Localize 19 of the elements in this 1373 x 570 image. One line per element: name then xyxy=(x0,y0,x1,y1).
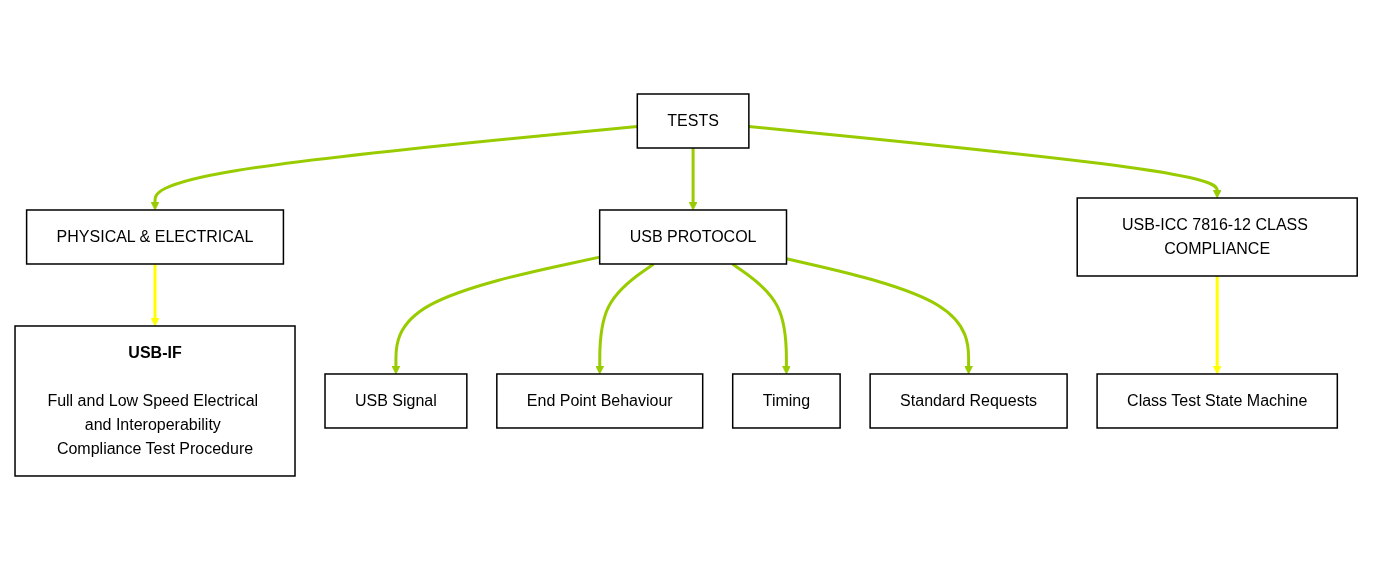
node-box: USB Signal xyxy=(324,373,468,429)
node-box: TESTS xyxy=(636,93,750,149)
arrow xyxy=(689,148,698,211)
node-box: Class Test State Machine xyxy=(1096,373,1339,429)
node-box: USB PROTOCOL xyxy=(599,209,788,265)
node-box: USB-IF Full and Low Speed Electrical and Interoperability Compliance Test Procedure xyxy=(14,325,297,477)
arrow xyxy=(749,125,1222,199)
node-box: Timing xyxy=(732,373,842,429)
node-box: PHYSICAL & ELECTRICAL xyxy=(26,209,285,265)
node-box: End Point Behaviour xyxy=(496,373,704,429)
node-box: Standard Requests xyxy=(869,373,1069,429)
arrow xyxy=(786,257,974,375)
arrow xyxy=(595,262,655,375)
arrow xyxy=(391,255,601,375)
node-box: USB-ICC 7816-12 CLASS COMPLIANCE xyxy=(1076,197,1359,277)
arrow xyxy=(1213,276,1222,375)
arrow xyxy=(151,124,638,211)
arrow xyxy=(151,264,160,327)
arrow xyxy=(732,262,792,375)
